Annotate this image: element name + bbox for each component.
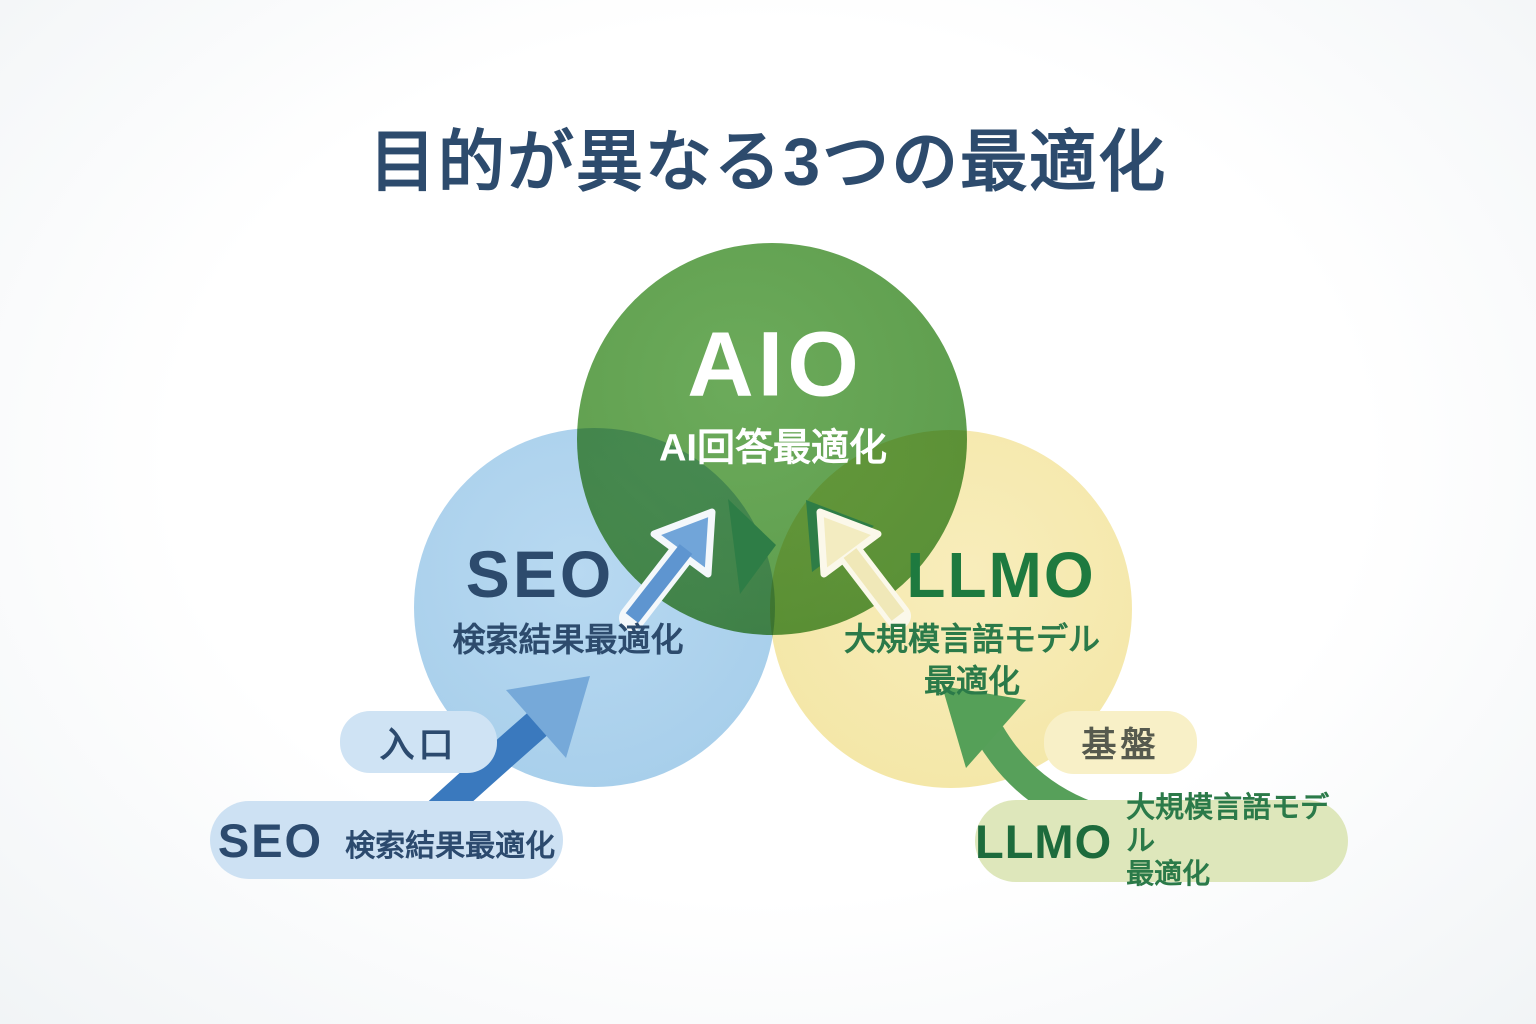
llmo-callout-pill: LLMO 大規模言語モデル 最適化 [975, 792, 1348, 889]
seo-callout-pill: SEO 検索結果最適化 [210, 801, 563, 879]
seo-label: SEO [465, 537, 615, 611]
seo-callout-name: SEO [217, 813, 324, 867]
seo-sublabel: 検索結果最適化 [452, 621, 684, 658]
foundation-tag-label: 基盤 [1081, 726, 1160, 765]
foundation-tag-pill: 基盤 [1044, 711, 1197, 774]
llmo-callout-name: LLMO [975, 814, 1113, 868]
entrance-tag-pill: 入口 [340, 711, 497, 773]
aio-label: AIO [687, 313, 863, 416]
llmo-label: LLMO [906, 539, 1096, 611]
page-title: 目的が異なる3つの最適化 [368, 125, 1168, 200]
seo-callout-desc: 検索結果最適化 [345, 830, 556, 863]
aio-sublabel: AI回答最適化 [658, 427, 888, 470]
llmo-sublabel-line2: 最適化 [923, 663, 1021, 699]
llmo-callout-desc-line1: 大規模言語モデル [1126, 791, 1330, 857]
entrance-tag-label: 入口 [379, 725, 458, 765]
llmo-callout-desc-line2: 最適化 [1126, 858, 1211, 890]
llmo-callout-desc: 大規模言語モデル 最適化 [1126, 792, 1348, 891]
llmo-sublabel-line1: 大規模言語モデル [843, 621, 1101, 657]
